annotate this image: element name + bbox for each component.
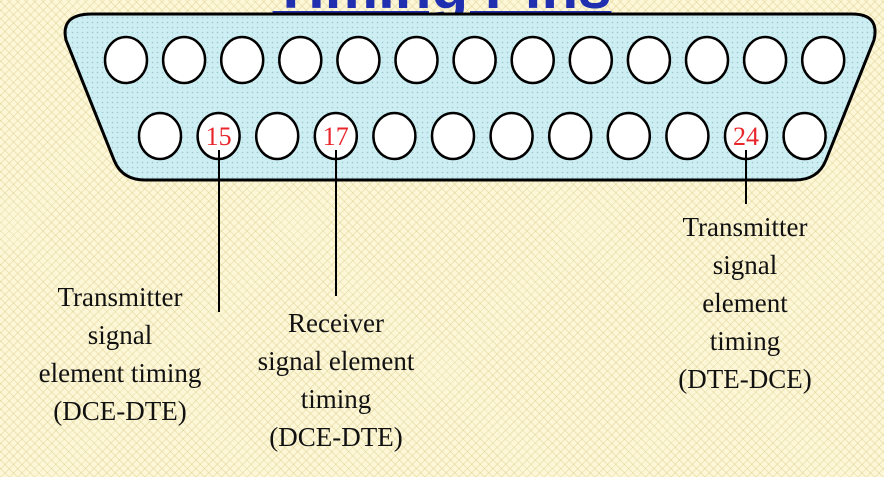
top-pin [800, 35, 846, 85]
bottom-pin [137, 111, 183, 161]
top-pin [278, 35, 323, 85]
top-pin [452, 35, 497, 85]
pin24-label-line: (DTE-DCE) [678, 364, 812, 394]
top-pin-row [103, 35, 846, 85]
bottom-pin [665, 111, 710, 161]
pin15-label-line: element timing [38, 358, 202, 388]
top-pin [684, 35, 730, 85]
pin24-label-line: timing [709, 326, 781, 356]
pin24-label-line: signal [712, 250, 778, 280]
top-pin [510, 35, 555, 85]
pin15-label-line: Transmitter [57, 282, 183, 312]
pin-number-label: 24 [733, 122, 759, 151]
pin24-label: Transmitter signal element timing (DTE-D… [670, 208, 820, 398]
bottom-pin-row: 15 17 24 [137, 111, 827, 161]
pin17-label-line: Receiver [288, 308, 384, 338]
top-pin [394, 35, 439, 85]
bottom-pin [254, 111, 300, 161]
pin-number-label: 15 [206, 122, 232, 151]
pin15-label-line: signal [87, 320, 153, 350]
pin17-label-line: timing [300, 384, 372, 414]
top-pin [219, 35, 265, 85]
pin-number-label: 17 [323, 122, 349, 151]
pin-leader-lines [218, 150, 747, 312]
top-pin [103, 35, 149, 85]
bottom-pin [430, 111, 476, 161]
top-pin [161, 35, 207, 85]
top-pin [626, 35, 672, 85]
bottom-pin [606, 111, 652, 161]
top-pin [568, 35, 614, 85]
pin17-label-line: (DCE-DTE) [269, 422, 403, 452]
pin15-label-line: (DCE-DTE) [53, 396, 187, 426]
pin24-label-line: Transmitter [682, 212, 808, 242]
bottom-pin [489, 111, 534, 161]
pin24-label-line: element [702, 288, 788, 318]
pin17-label-line: signal element [257, 346, 415, 376]
top-pin [742, 35, 788, 85]
top-pin [336, 35, 381, 85]
pin15-label: Transmitter signal element timing (DCE-D… [10, 278, 230, 430]
bottom-pin [372, 111, 417, 161]
bottom-pin [547, 111, 593, 161]
bottom-pin [782, 111, 827, 161]
pin17-label: Receiver signal element timing (DCE-DTE) [226, 304, 446, 456]
